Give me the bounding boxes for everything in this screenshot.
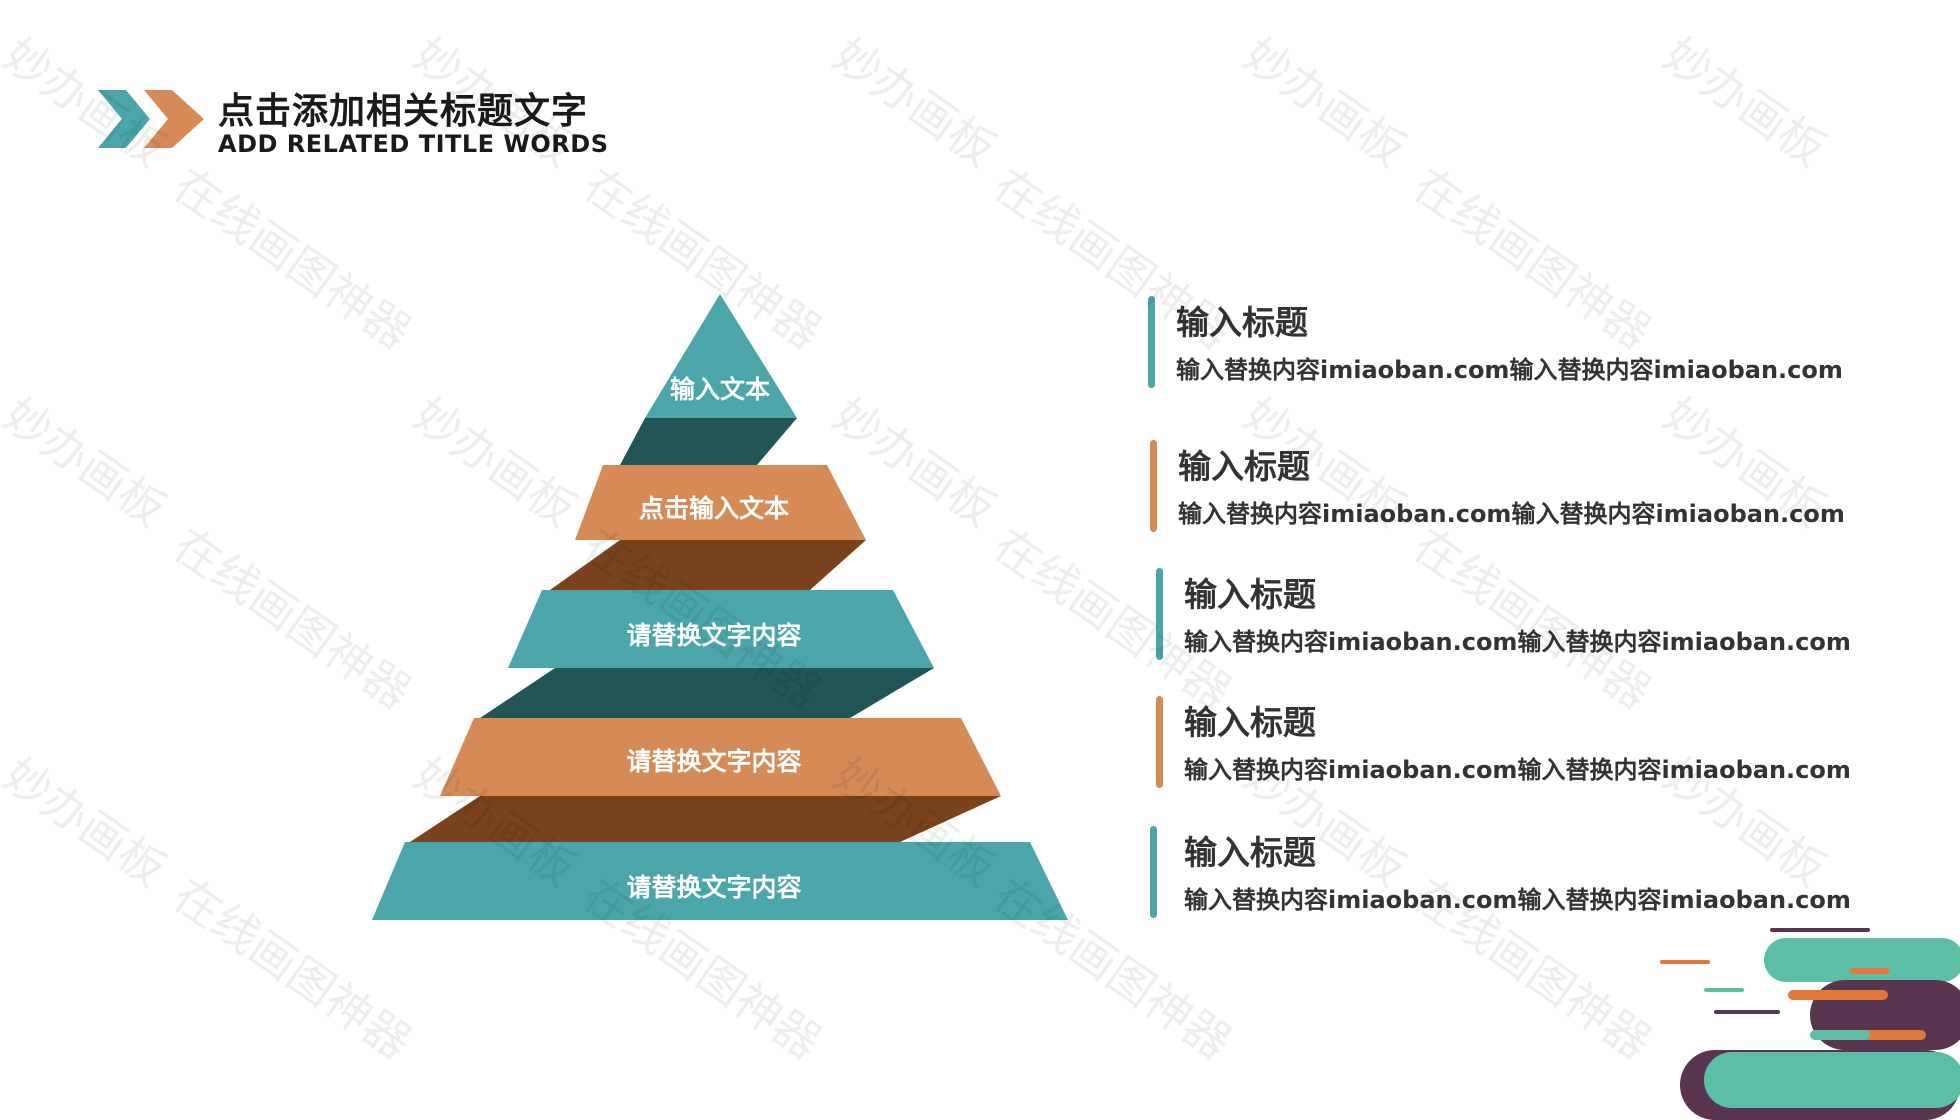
pyramid-level-2 <box>575 465 866 540</box>
item-desc: 输入替换内容imiaoban.com输入替换内容imiaoban.com <box>1184 628 1851 656</box>
decorative-pattern <box>1660 928 1960 1120</box>
pyramid-label-3: 请替换文字内容 <box>626 621 801 650</box>
item-desc: 输入替换内容imiaoban.com输入替换内容imiaoban.com <box>1178 500 1845 528</box>
pyramid-level-1 <box>645 294 797 418</box>
pyramid-level-5 <box>372 842 1068 920</box>
pyramid-ribbon-4 <box>410 796 1001 842</box>
item-desc: 输入替换内容imiaoban.com输入替换内容imiaoban.com <box>1184 886 1851 914</box>
pyramid-label-4: 请替换文字内容 <box>626 747 801 776</box>
pyramid-ribbon-3 <box>480 668 934 718</box>
pyramid-level-4 <box>440 718 1001 796</box>
item-desc: 输入替换内容imiaoban.com输入替换内容imiaoban.com <box>1184 756 1851 784</box>
accent-bar <box>1150 440 1157 532</box>
pyramid-label-2: 点击输入文本 <box>639 494 789 523</box>
item-title: 输入标题 <box>1178 447 1310 486</box>
list-item: 输入标题 输入替换内容imiaoban.com输入替换内容imiaoban.co… <box>1156 568 1916 664</box>
pyramid-level-3 <box>508 590 934 668</box>
accent-bar <box>1148 296 1155 388</box>
accent-bar <box>1156 696 1163 788</box>
accent-bar <box>1156 568 1163 660</box>
double-chevron-icon <box>98 90 204 148</box>
pyramid-ribbon-2 <box>550 540 866 590</box>
list-item: 输入标题 输入替换内容imiaoban.com输入替换内容imiaoban.co… <box>1150 826 1910 922</box>
item-title: 输入标题 <box>1184 833 1316 872</box>
accent-bar <box>1150 826 1157 918</box>
item-title: 输入标题 <box>1176 303 1308 342</box>
page-subtitle: ADD RELATED TITLE WORDS <box>218 130 609 158</box>
item-title: 输入标题 <box>1184 575 1316 614</box>
item-desc: 输入替换内容imiaoban.com输入替换内容imiaoban.com <box>1176 356 1843 384</box>
page-title: 点击添加相关标题文字 <box>218 91 589 132</box>
list-item: 输入标题 输入替换内容imiaoban.com输入替换内容imiaoban.co… <box>1150 440 1910 536</box>
header: 点击添加相关标题文字 ADD RELATED TITLE WORDS <box>98 82 618 162</box>
pyramid-label-1: 输入文本 <box>670 375 770 404</box>
list-item: 输入标题 输入替换内容imiaoban.com输入替换内容imiaoban.co… <box>1148 296 1908 392</box>
pyramid-label-5: 请替换文字内容 <box>626 873 801 902</box>
list-item: 输入标题 输入替换内容imiaoban.com输入替换内容imiaoban.co… <box>1156 696 1916 792</box>
pyramid-ribbon-1 <box>620 418 797 465</box>
item-title: 输入标题 <box>1184 703 1316 742</box>
